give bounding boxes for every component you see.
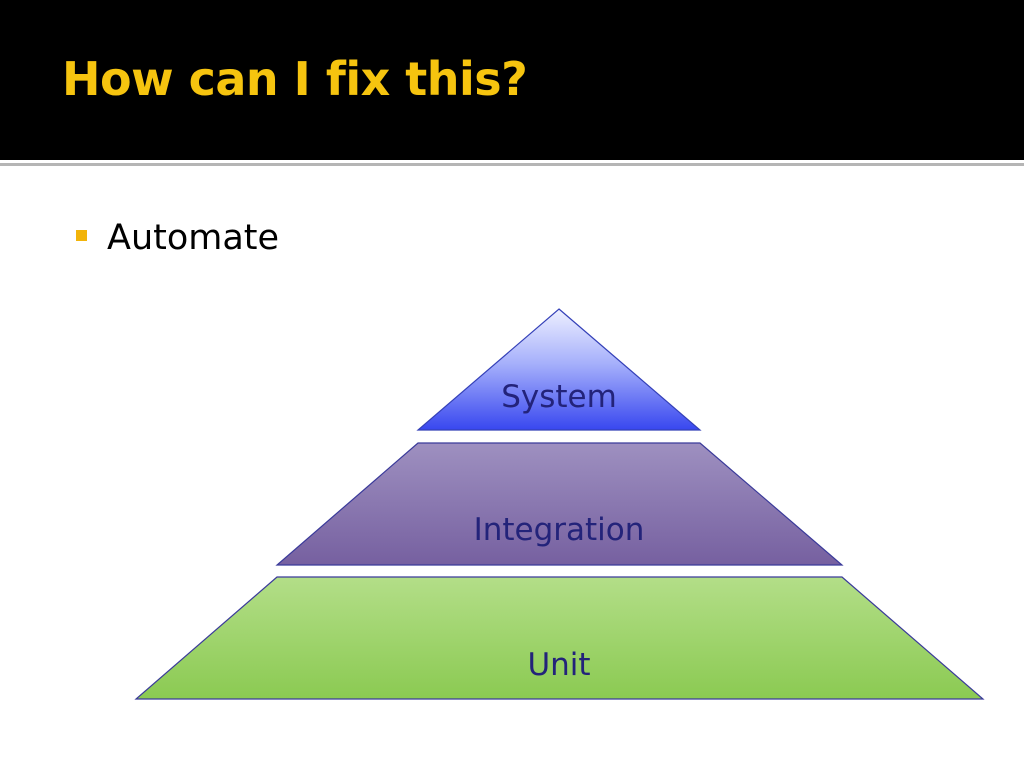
tier-label-unit: Unit xyxy=(527,647,590,683)
square-bullet-icon xyxy=(76,229,87,241)
bullet-item: Automate xyxy=(76,216,279,260)
tier-shape-system xyxy=(416,308,702,431)
bullet-text: Automate xyxy=(107,217,280,258)
tier-shape-integration xyxy=(275,442,844,566)
title-bar: How can I fix this? xyxy=(0,0,1024,160)
pyramid-tier-unit: Unit xyxy=(134,576,985,700)
pyramid-tier-integration: Integration xyxy=(275,442,844,566)
tier-shape-unit xyxy=(134,576,985,700)
pyramid-tier-system: System xyxy=(416,308,702,431)
tier-label-integration: Integration xyxy=(474,512,645,548)
tier-label-system: System xyxy=(501,379,617,415)
title-divider xyxy=(0,163,1024,166)
slide-title: How can I fix this? xyxy=(62,52,528,106)
